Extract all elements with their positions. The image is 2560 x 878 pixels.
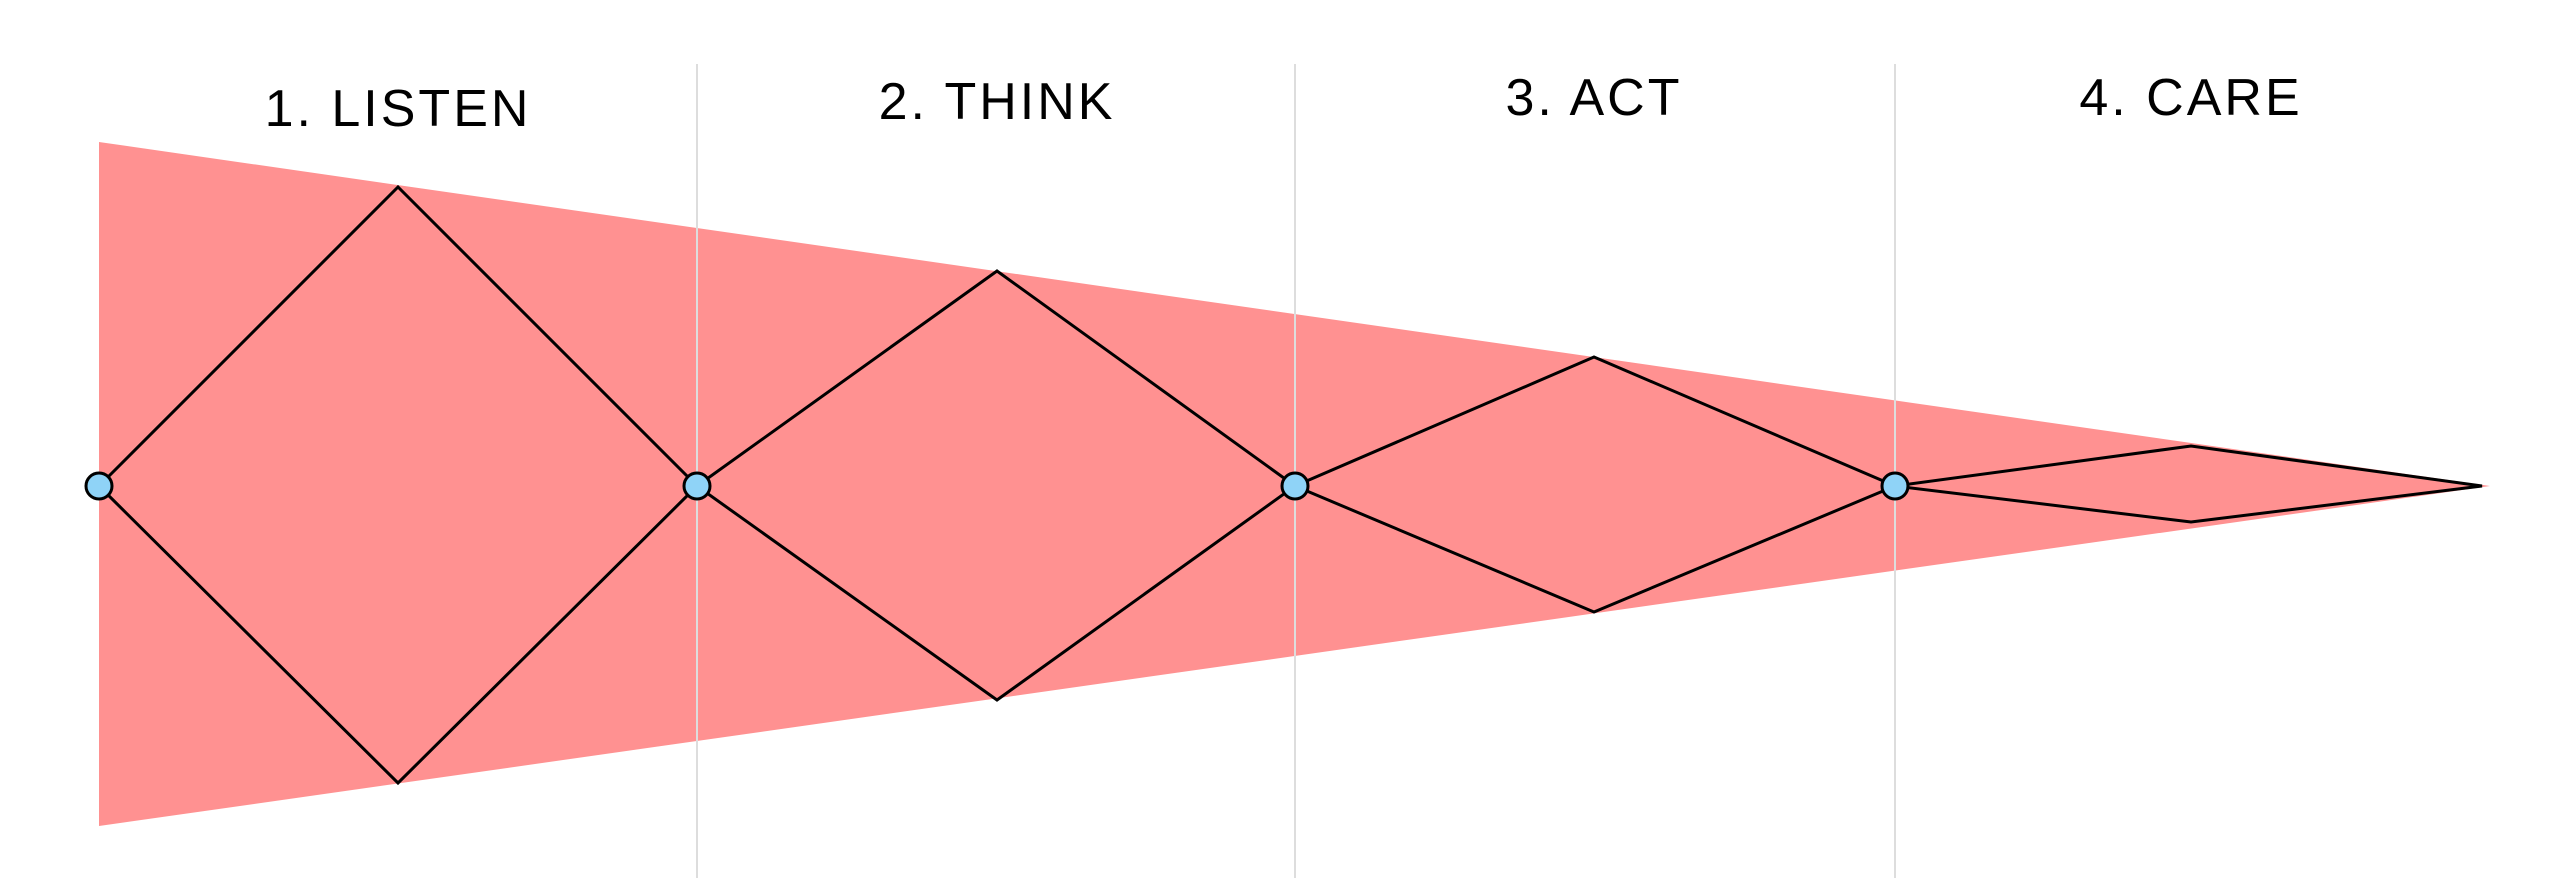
stage-label-act: 3. ACT: [1506, 69, 1683, 127]
stage-label-think: 2. THINK: [879, 73, 1116, 131]
diamond-care: [1894, 444, 2483, 524]
stage-label-care: 4. CARE: [2079, 69, 2302, 127]
stage-label-listen: 1. LISTEN: [265, 80, 532, 138]
stage-node-4: [1880, 471, 1910, 501]
stage-node-1: [84, 471, 114, 501]
stage-node-2: [682, 471, 712, 501]
stage-node-3: [1280, 471, 1310, 501]
